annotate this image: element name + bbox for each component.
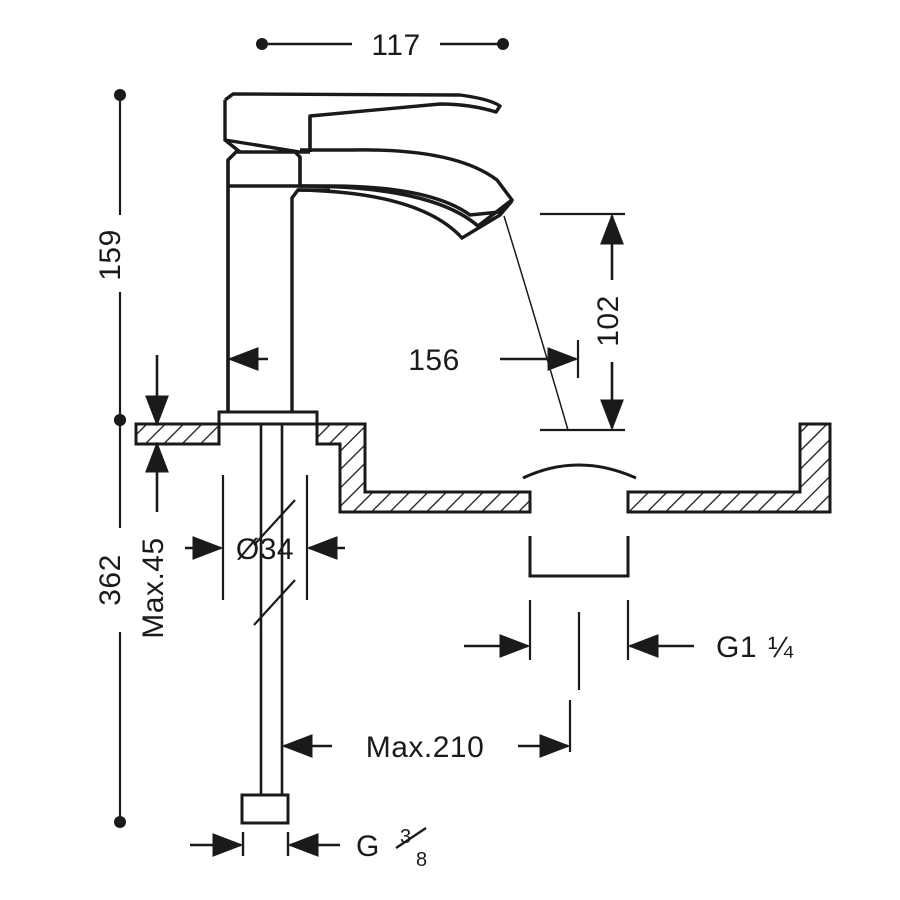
drain-opening [528, 536, 630, 578]
dim-g38-fraction-bar [395, 827, 427, 849]
dim-159-label: 159 [94, 229, 127, 281]
lever-handle [223, 92, 502, 154]
base-plate [217, 410, 319, 426]
dim-g1-fraction: ¼ [768, 631, 794, 664]
spout [228, 184, 514, 424]
dim-102: 102 [540, 212, 625, 432]
water-stream [503, 215, 569, 431]
shank-break-lower [253, 579, 296, 626]
dim-159: 159 [94, 89, 127, 426]
dim-159-dot-top [114, 89, 126, 101]
dim-117: 117 [256, 29, 509, 62]
spout-cavity-left [290, 188, 330, 424]
dim-156-label: 156 [408, 344, 460, 377]
dim-g38: G 3 8 [190, 826, 428, 871]
dim-g38-denominator: 8 [416, 849, 428, 871]
lever-pivot-edge [223, 100, 242, 154]
lever-handle-outline [223, 92, 502, 152]
dim-d34-label: Ø34 [236, 533, 294, 566]
dim-117-label: 117 [371, 29, 420, 62]
dim-362-dot-bottom [114, 816, 126, 828]
shank-break-upper [253, 499, 296, 546]
dim-d34: Ø34 [185, 475, 345, 600]
dim-362: 362 [94, 414, 127, 828]
dim-362-dot-top [114, 414, 126, 426]
dim-g1-quarter: G1 ¼ [464, 600, 794, 690]
dim-g1-label: G1 [716, 631, 757, 664]
counter-basin-right-wall [626, 422, 832, 514]
dim-g38-label: G [356, 830, 380, 863]
lever-underside [224, 138, 310, 154]
dim-156: 156 [226, 340, 580, 378]
dim-117-dot-right [497, 38, 509, 50]
spout-upper-profile [228, 184, 514, 229]
spout-cavity-curve [297, 188, 514, 241]
escutcheon-base [217, 410, 319, 426]
dim-max210-label: Max.210 [366, 731, 485, 764]
dim-max210: Max.210 [281, 700, 572, 764]
counter-slab-left [134, 422, 221, 446]
countertop-section [134, 422, 832, 514]
dim-max45-label: Max.45 [137, 537, 170, 638]
basin-bowl-arc [522, 463, 637, 480]
dim-102-label: 102 [592, 295, 625, 347]
dim-g38-numerator: 3 [400, 826, 412, 848]
threaded-shank [253, 424, 296, 800]
hose-end-fitting [240, 793, 290, 825]
dim-max45: Max.45 [137, 355, 170, 639]
dim-362-label: 362 [94, 554, 127, 606]
counter-basin-left-wall [315, 422, 532, 514]
dim-117-dot-left [256, 38, 268, 50]
